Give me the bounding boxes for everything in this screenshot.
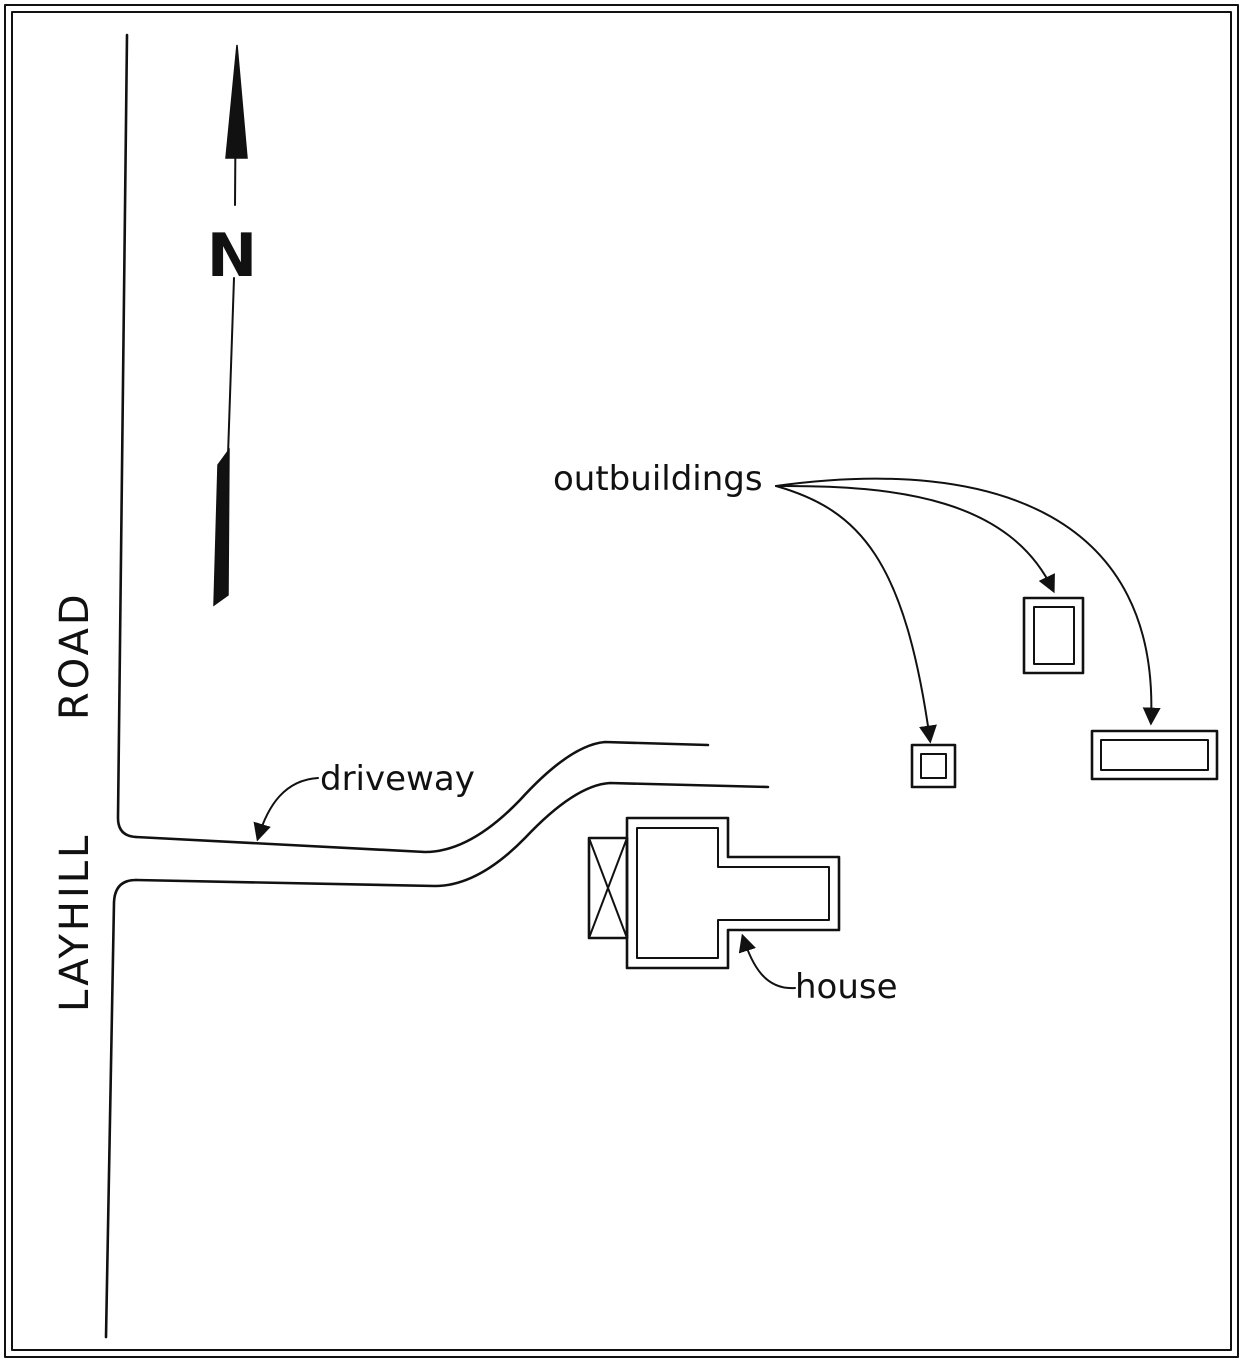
outbuilding-long bbox=[1090, 729, 1219, 781]
house-footprint bbox=[625, 816, 841, 970]
north-arrow bbox=[213, 44, 248, 607]
road-label-upper: ROAD bbox=[52, 591, 98, 720]
driveway-arrow bbox=[253, 777, 319, 842]
layhill-road bbox=[104, 33, 138, 1339]
outbuilding-tall bbox=[1022, 596, 1085, 675]
outbuildings-label: outbuildings bbox=[553, 459, 763, 499]
north-label: N bbox=[207, 221, 257, 291]
outbuildings-arrows bbox=[775, 477, 1161, 744]
outbuilding-small bbox=[910, 743, 957, 789]
map-frame bbox=[4, 4, 1239, 1358]
driveway bbox=[134, 740, 770, 888]
driveway-label: driveway bbox=[320, 759, 475, 799]
house-label: house bbox=[795, 967, 898, 1007]
house-arrow bbox=[738, 933, 796, 990]
garage bbox=[587, 836, 629, 940]
road-label-lower: LAYHILL bbox=[52, 833, 98, 1012]
